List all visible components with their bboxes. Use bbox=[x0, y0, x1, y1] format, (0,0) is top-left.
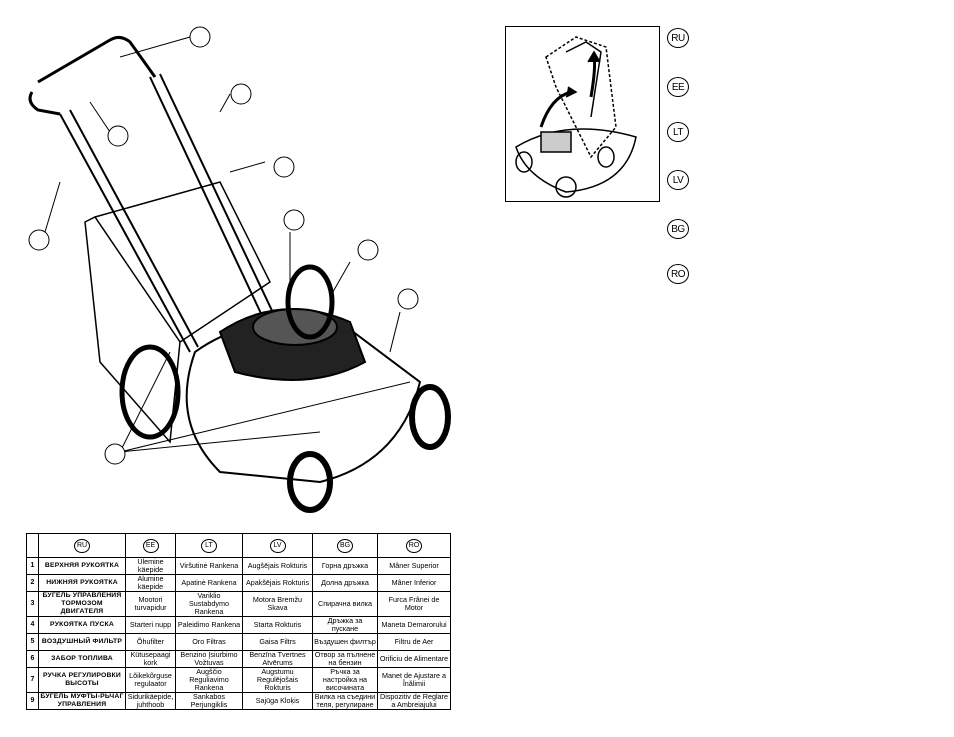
part-name-ro: Mâner Inferior bbox=[377, 574, 451, 592]
part-name-ro: Mâner Superior bbox=[377, 557, 451, 575]
part-name-ru: ВЕРХНЯЯ РУКОЯТКА bbox=[38, 557, 126, 575]
part-number: 7 bbox=[26, 667, 39, 693]
part-name-bg: Долна дръжка bbox=[312, 574, 378, 592]
part-name-ro: Maneta Demarorului bbox=[377, 616, 451, 634]
header-lang-bg: BG bbox=[337, 538, 353, 553]
header-lang-lt: LT bbox=[201, 538, 217, 553]
part-name-ro: Furca Frânei de Motor bbox=[377, 591, 451, 617]
part-name-bg: Ръчка за настройка на височината bbox=[312, 667, 378, 693]
part-name-lt: Sankabos Perjungiklis bbox=[175, 692, 243, 710]
parts-table: RU EE LT LV BG RO 1 ВЕРХНЯЯ РУКОЯТКА Üle… bbox=[26, 533, 451, 710]
header-lang-lv: LV bbox=[269, 538, 286, 553]
part-name-lv: Apakšējais Rokturis bbox=[242, 574, 313, 592]
front-wheel-right bbox=[409, 384, 451, 450]
part-name-ru: БУГЕЛЬ МУФТЫ-РЬЧАГ УПРАВЛЕНИЯ bbox=[38, 692, 126, 710]
part-number: 5 bbox=[26, 633, 39, 651]
part-name-lv: Gaisa Filtrs bbox=[242, 633, 313, 651]
part-name-ro: Dispozitiv de Reglare a Ambreiajului bbox=[377, 692, 451, 710]
part-name-ru: НИЖНЯЯ РУКОЯТКА bbox=[38, 574, 126, 592]
part-name-ro: Manet de Ajustare a Înălimii bbox=[377, 667, 451, 693]
part-number: 9 bbox=[26, 692, 39, 710]
part-name-ee: Kütusepaagi kork bbox=[125, 650, 176, 668]
lang-code-lv: LV bbox=[667, 170, 689, 190]
part-name-ro: Orificiu de Alimentare bbox=[377, 650, 451, 668]
part-name-ru: ВОЗДУШНЫЙ ФИЛЬТР bbox=[38, 633, 126, 651]
inset-diagram bbox=[505, 26, 660, 202]
lang-code-lt: LT bbox=[667, 122, 689, 142]
part-number: 2 bbox=[26, 574, 39, 592]
part-name-lv: Augstumu Regulējošais Rokturis bbox=[242, 667, 313, 693]
table-row: 9 БУГЕЛЬ МУФТЫ-РЬЧАГ УПРАВЛЕНИЯ Siduri­k… bbox=[26, 692, 451, 710]
part-name-bg: Горна дръжка bbox=[312, 557, 378, 575]
part-name-lt: Apatinė Rankena bbox=[175, 574, 243, 592]
lower-handle bbox=[59, 113, 191, 353]
table-row: 5 ВОЗДУШНЫЙ ФИЛЬТР Õhufilter Oro Filtras… bbox=[26, 633, 451, 651]
part-name-ee: Mootori turvapidur bbox=[125, 591, 176, 617]
table-row: 4 РУКОЯТКА ПУСКА Starteri nupp Paleidimo… bbox=[26, 616, 451, 634]
part-name-ee: Lõikekõrguse regulaator bbox=[125, 667, 176, 693]
part-name-ru: БУГЕЛЬ УПРАВЛЕНИЯ ТОРМОЗОМ ДВИГАТЕЛЯ bbox=[38, 591, 126, 617]
part-name-ee: Starteri nupp bbox=[125, 616, 176, 634]
table-row: 6 ЗАБОР ТОПЛИВА Kütusepaagi kork Benzino… bbox=[26, 650, 451, 668]
part-name-bg: Дръжка за пускане bbox=[312, 616, 378, 634]
part-number: 6 bbox=[26, 650, 39, 668]
part-name-lv: Augšējais Rokturis bbox=[242, 557, 313, 575]
part-name-ru: РУЧКА РЕГУЛИРОВКИ ВЫСОТЫ bbox=[38, 667, 126, 693]
part-name-ee: Ülemine käepide bbox=[125, 557, 176, 575]
part-name-lt: Viršutinė Rankena bbox=[175, 557, 243, 575]
part-name-lt: Variklio Sustabdymo Rankena bbox=[175, 591, 243, 617]
part-name-lv: Benzīna Tvertnes Atvērums bbox=[242, 650, 313, 668]
part-name-bg: Отвор за пълнене на бензин bbox=[312, 650, 378, 668]
rear-wheel-right bbox=[285, 264, 335, 340]
rear-wheel-left bbox=[119, 344, 181, 440]
header-lang-ee: EE bbox=[142, 538, 159, 553]
part-name-bg: Вилка на съедини теля, регулиране bbox=[312, 692, 378, 710]
upper-handle bbox=[37, 35, 157, 84]
part-name-ee: Õhufilter bbox=[125, 633, 176, 651]
folding-handle-illustration bbox=[515, 36, 637, 198]
part-number: 4 bbox=[26, 616, 39, 634]
part-number: 3 bbox=[26, 591, 39, 617]
lang-code-ro: RO bbox=[667, 264, 689, 284]
lang-code-bg: BG bbox=[667, 219, 689, 239]
part-name-lt: Paleidimo Rankena bbox=[175, 616, 243, 634]
header-lang-ru: RU bbox=[74, 538, 90, 553]
part-name-ru: РУКОЯТКА ПУСКА bbox=[38, 616, 126, 634]
part-name-lt: Benzino Įsiurbimo Vožtuvas bbox=[175, 650, 243, 668]
part-name-lv: Motora Bremžu Skava bbox=[242, 591, 313, 617]
lang-code-ee: EE bbox=[667, 77, 689, 97]
part-name-lv: Sajūga Kloķis bbox=[242, 692, 313, 710]
part-name-lv: Starta Rokturis bbox=[242, 616, 313, 634]
part-name-lt: Augščio Reguliavimo Rankena bbox=[175, 667, 243, 693]
table-header-row: RU EE LT LV BG RO bbox=[26, 533, 451, 558]
part-number: 1 bbox=[26, 557, 39, 575]
part-name-ee: Alumine käepide bbox=[125, 574, 176, 592]
part-name-ro: Filtru de Aer bbox=[377, 633, 451, 651]
part-name-lt: Oro Filtras bbox=[175, 633, 243, 651]
part-name-ru: ЗАБОР ТОПЛИВА bbox=[38, 650, 126, 668]
table-row: 1 ВЕРХНЯЯ РУКОЯТКА Ülemine käepide Viršu… bbox=[26, 557, 451, 575]
part-name-bg: Въздушен филтър bbox=[312, 633, 378, 651]
table-row: 7 РУЧКА РЕГУЛИРОВКИ ВЫСОТЫ Lõikekõrguse … bbox=[26, 667, 451, 693]
lawnmower-diagram bbox=[28, 26, 451, 513]
table-row: 2 НИЖНЯЯ РУКОЯТКА Alumine käepide Apatin… bbox=[26, 574, 451, 592]
header-lang-ro: RO bbox=[406, 538, 422, 553]
part-name-ee: Siduri­käepide, juhthoob bbox=[125, 692, 176, 710]
grass-bag bbox=[84, 216, 181, 444]
table-row: 3 БУГЕЛЬ УПРАВЛЕНИЯ ТОРМОЗОМ ДВИГАТЕЛЯ M… bbox=[26, 591, 451, 617]
front-wheel-left bbox=[287, 451, 333, 513]
lang-code-ru: RU bbox=[667, 28, 689, 48]
part-name-bg: Спирачна вилка bbox=[312, 591, 378, 617]
